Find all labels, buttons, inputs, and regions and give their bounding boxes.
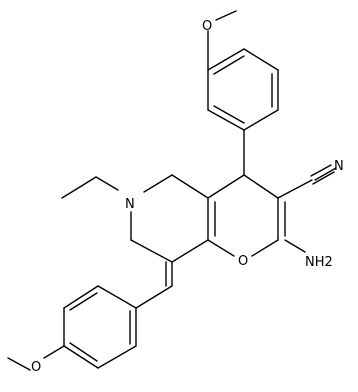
atom-n-ring: N [125, 197, 135, 212]
bond-lines [7, 10, 337, 371]
atom-o-ring: O [238, 254, 248, 269]
atom-o-methoxy-top: O [202, 19, 212, 34]
atom-o-methoxy-bottom: O [31, 360, 41, 375]
atom-nh2: NH2 [305, 255, 333, 270]
atom-n-nitrile: N [334, 159, 344, 174]
